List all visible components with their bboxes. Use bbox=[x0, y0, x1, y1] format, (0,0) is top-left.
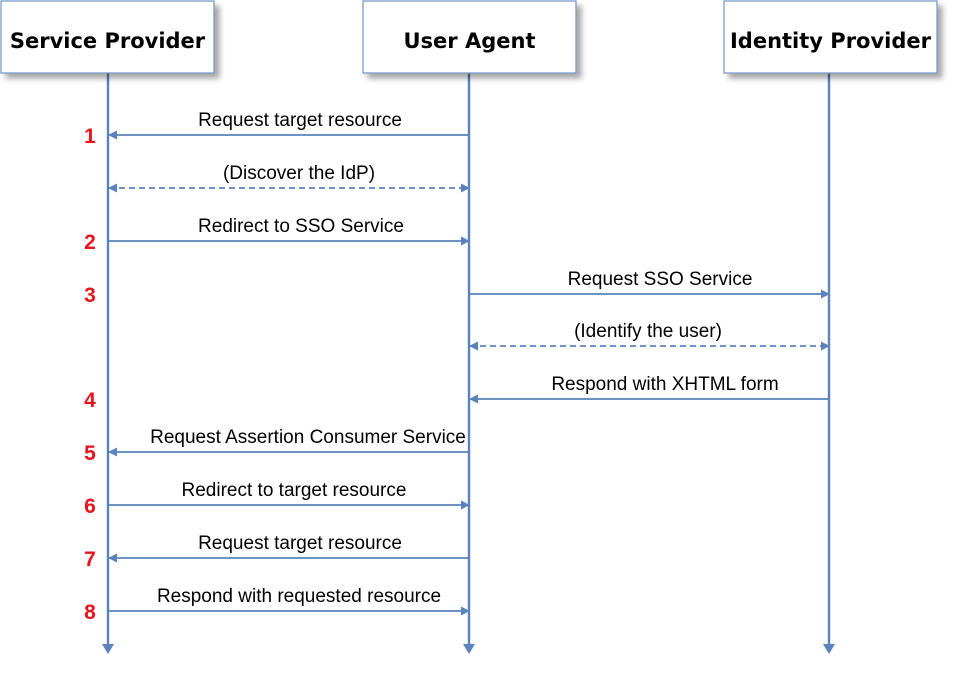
message-label: Redirect to SSO Service bbox=[198, 216, 404, 237]
message-label: Redirect to target resource bbox=[182, 480, 407, 501]
lifeline-end-arrow-icon bbox=[463, 644, 475, 654]
message-discover-idp: (Discover the IdP) bbox=[108, 163, 470, 193]
step-number: 2 bbox=[84, 231, 96, 254]
step-number: 4 bbox=[84, 389, 96, 412]
actor-identity-provider: Identity Provider bbox=[723, 0, 938, 74]
step-number: 5 bbox=[84, 442, 96, 465]
step-number: 1 bbox=[84, 125, 96, 148]
message-3: Request SSO Service 3 bbox=[84, 269, 830, 307]
lifeline-end-arrow-icon bbox=[823, 644, 835, 654]
actor-box bbox=[0, 0, 215, 74]
message-4: Respond with XHTML form 4 bbox=[84, 374, 829, 412]
message-7: Request target resource 7 bbox=[84, 533, 469, 571]
step-number: 6 bbox=[84, 495, 96, 518]
message-label: Request target resource bbox=[198, 110, 402, 131]
actor-service-provider: Service Provider bbox=[0, 0, 215, 74]
actor-label: Service Provider bbox=[10, 29, 206, 53]
step-number: 7 bbox=[84, 548, 96, 571]
message-identify-user: (Identify the user) bbox=[469, 321, 830, 351]
actor-label: User Agent bbox=[404, 29, 536, 53]
message-label: Respond with XHTML form bbox=[551, 374, 778, 395]
message-label: Request target resource bbox=[198, 533, 402, 554]
message-1: Request target resource 1 bbox=[84, 110, 469, 148]
lifeline-end-arrow-icon bbox=[102, 644, 114, 654]
actor-box bbox=[723, 0, 938, 74]
actor-box bbox=[362, 0, 577, 74]
message-8: Respond with requested resource 8 bbox=[84, 586, 470, 624]
actor-label: Identity Provider bbox=[730, 29, 932, 53]
message-2: Redirect to SSO Service 2 bbox=[84, 216, 470, 254]
step-number: 3 bbox=[84, 284, 96, 307]
message-label: Respond with requested resource bbox=[157, 586, 441, 607]
message-6: Redirect to target resource 6 bbox=[84, 480, 470, 518]
actor-user-agent: User Agent bbox=[362, 0, 577, 74]
step-number: 8 bbox=[84, 601, 96, 624]
message-label: (Identify the user) bbox=[574, 321, 722, 342]
message-label: Request SSO Service bbox=[568, 269, 753, 290]
message-label: (Discover the IdP) bbox=[223, 163, 375, 184]
message-label: Request Assertion Consumer Service bbox=[150, 427, 466, 448]
lifelines bbox=[102, 73, 835, 654]
message-5: Request Assertion Consumer Service 5 bbox=[84, 427, 469, 465]
